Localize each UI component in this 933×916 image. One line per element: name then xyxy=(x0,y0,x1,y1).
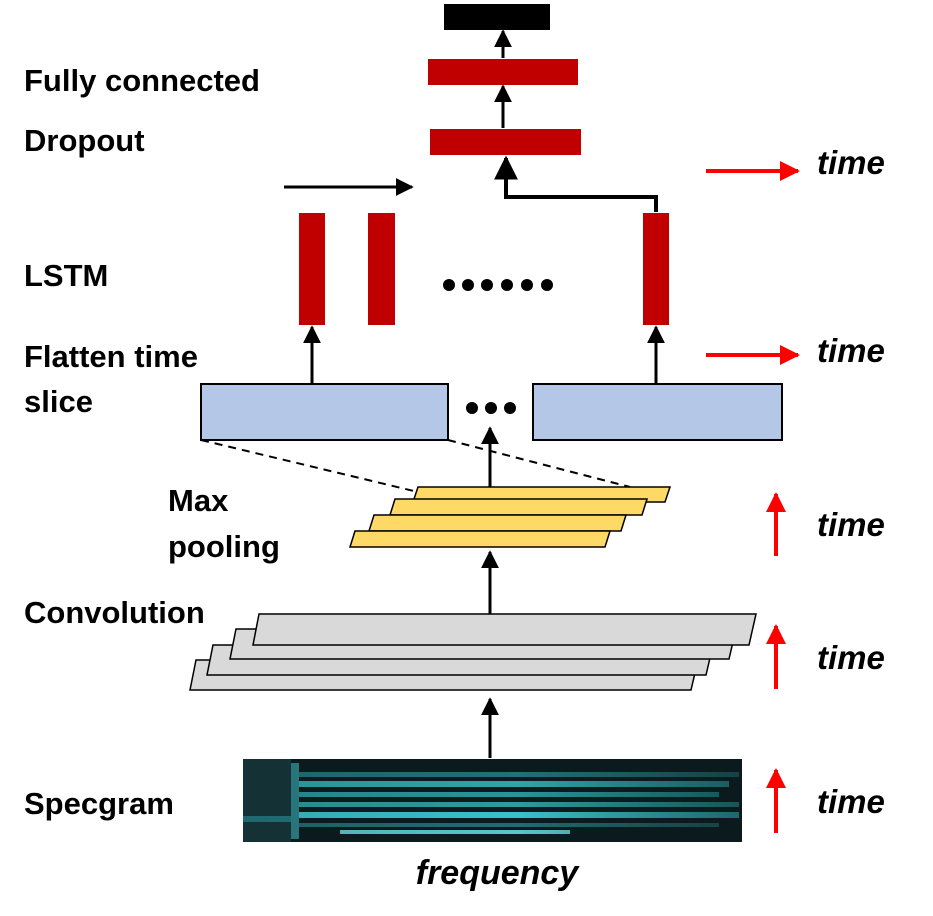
flatten-slice-last xyxy=(532,383,783,441)
fully-connected-block xyxy=(428,59,578,85)
arrow-lstm-to-dropout xyxy=(494,155,658,212)
output-block xyxy=(444,4,550,30)
maxpool-label-line2: pooling xyxy=(168,529,280,564)
flatten-label-line1: Flatten time xyxy=(24,339,198,374)
convolution-label: Convolution xyxy=(24,595,205,630)
projection-line-right xyxy=(447,439,631,488)
flatten-label-line2: slice xyxy=(24,384,93,419)
convolution-stack xyxy=(189,613,757,691)
time-label-conv: time xyxy=(817,639,885,676)
lstm-cell-1 xyxy=(299,213,325,325)
fully-connected-label: Fully connected xyxy=(24,63,260,98)
frequency-label: frequency xyxy=(416,854,581,892)
spectrogram-image xyxy=(243,759,742,842)
time-label-lstm: time xyxy=(817,144,885,181)
lstm-label: LSTM xyxy=(24,258,108,293)
dropout-label: Dropout xyxy=(24,123,145,158)
ellipsis-icon xyxy=(466,402,516,414)
lstm-cell-last xyxy=(643,213,669,325)
ellipsis-icon xyxy=(443,279,553,291)
dropout-block xyxy=(430,129,581,155)
time-label-specgram: time xyxy=(817,783,885,820)
max-pooling-stack xyxy=(348,486,672,548)
specgram-label: Specgram xyxy=(24,786,174,821)
lstm-cell-2 xyxy=(368,213,395,325)
maxpool-label-line1: Max xyxy=(168,483,229,518)
time-label-flatten: time xyxy=(817,332,885,369)
projection-line-left xyxy=(200,439,419,493)
flatten-slice-first xyxy=(200,383,449,441)
time-label-maxpool: time xyxy=(817,506,885,543)
